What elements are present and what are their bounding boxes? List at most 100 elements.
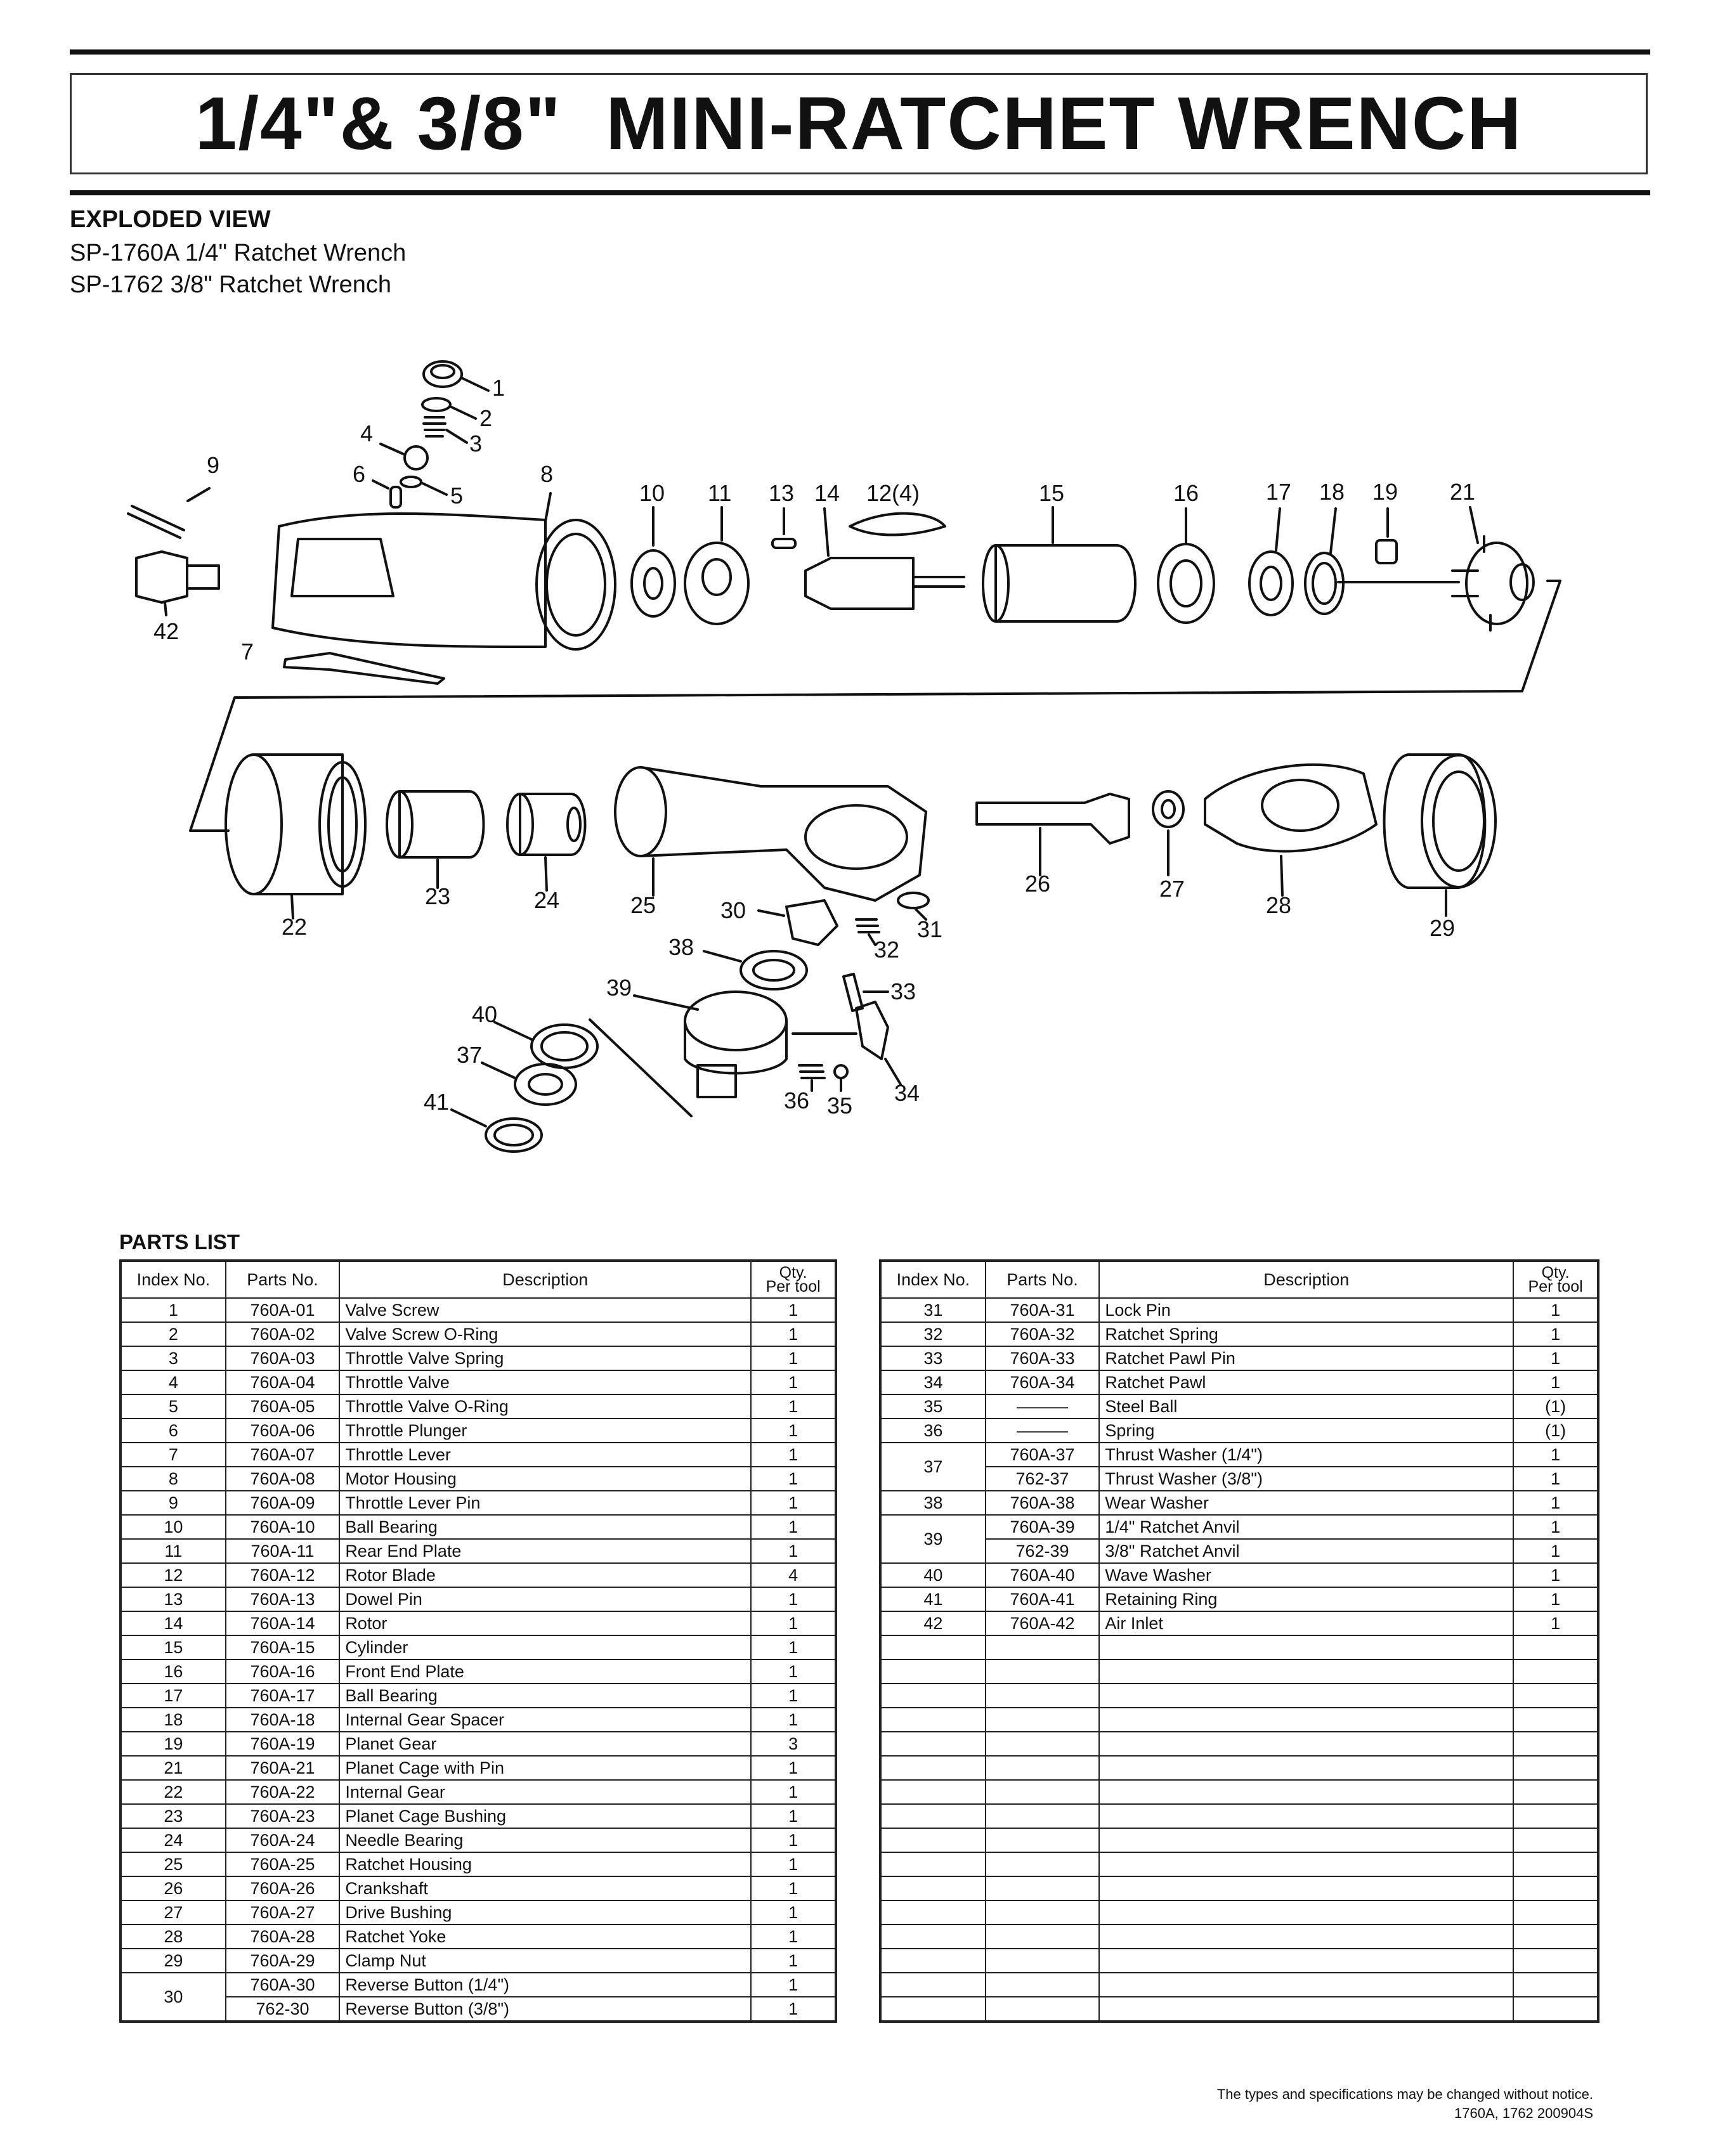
part-8-motor-housing (271, 492, 616, 651)
cell-qty: 1 (1513, 1466, 1599, 1491)
footer-notice: The types and specifications may be chan… (1216, 2086, 1593, 2102)
cell-description: Air Inlet (1098, 1611, 1515, 1636)
part-17-bearing (1248, 507, 1294, 616)
empty-cell (1098, 1659, 1515, 1684)
cell-description: Clamp Nut (339, 1948, 752, 1973)
cell-part-no: ——— (984, 1394, 1100, 1419)
label-13: 13 (769, 480, 794, 506)
part-32-spring (855, 918, 880, 946)
cell-index: 28 (120, 1924, 226, 1949)
empty-cell (984, 1755, 1100, 1781)
empty-cell (1098, 1876, 1515, 1901)
label-37: 37 (457, 1042, 482, 1068)
cell-description: Ratchet Pawl (1098, 1370, 1515, 1395)
empty-cell (880, 1659, 986, 1684)
part-23-bushing (386, 790, 485, 889)
empty-cell (880, 1755, 986, 1781)
cell-part-no: 760A-14 (225, 1611, 341, 1636)
cell-index: 24 (120, 1828, 226, 1853)
cell-qty: 1 (750, 1466, 837, 1491)
cell-description: Throttle Valve O-Ring (339, 1394, 752, 1419)
label-27: 27 (1159, 876, 1185, 902)
empty-cell (1098, 1948, 1515, 1973)
part-27-drive-bushing (1152, 790, 1185, 876)
cell-qty: 1 (750, 1442, 837, 1467)
col-parts: Parts No. (984, 1260, 1100, 1299)
cell-index: 33 (880, 1346, 986, 1371)
empty-cell (880, 1996, 986, 2022)
cell-part-no: 760A-22 (225, 1779, 341, 1805)
table-header-row: Index No. Parts No. Description Qty.Per … (880, 1260, 1599, 1299)
cell-part-no: 760A-38 (984, 1490, 1100, 1516)
cell-part-no: 760A-21 (225, 1755, 341, 1781)
cell-part-no: 760A-26 (225, 1876, 341, 1901)
empty-cell (1513, 1707, 1599, 1732)
cell-description: Ratchet Yoke (339, 1924, 752, 1949)
part-9-pin (127, 487, 211, 539)
part-5-o-ring (400, 476, 448, 496)
cell-part-no: 760A-06 (225, 1418, 341, 1443)
empty-cell (1513, 1803, 1599, 1829)
empty-cell (1098, 1996, 1515, 2022)
label-39: 39 (606, 975, 632, 1001)
cell-part-no: 760A-34 (984, 1370, 1100, 1395)
empty-cell (1513, 1731, 1599, 1757)
part-41-retaining-ring (450, 1108, 543, 1153)
section-heading: EXPLODED VIEW (70, 206, 271, 233)
cell-index: 14 (120, 1611, 226, 1636)
cell-qty: 1 (750, 1852, 837, 1877)
cell-qty: 1 (750, 1828, 837, 1853)
part-25-ratchet-housing (614, 766, 927, 902)
cell-part-no: 760A-13 (225, 1587, 341, 1612)
cell-part-no: 760A-15 (225, 1635, 341, 1660)
footer-code: 1760A, 1762 200904S (1454, 2105, 1593, 2121)
cell-index: 34 (880, 1370, 986, 1395)
cell-index: 39 (880, 1514, 986, 1564)
cell-qty: 1 (750, 1322, 837, 1347)
empty-cell (984, 1900, 1100, 1925)
part-35-steel-ball (833, 1064, 849, 1092)
cell-index: 5 (120, 1394, 226, 1419)
empty-cell (880, 1779, 986, 1805)
empty-cell (1098, 1707, 1515, 1732)
part-12-rotor-blade (849, 512, 946, 536)
cell-qty: 1 (750, 1924, 837, 1949)
empty-row (880, 1948, 1599, 1973)
label-1: 1 (492, 375, 505, 401)
cell-qty: 1 (750, 1779, 837, 1805)
cell-description: Rotor (339, 1611, 752, 1636)
empty-cell (984, 1924, 1100, 1949)
empty-cell (1513, 1852, 1599, 1877)
label-9: 9 (207, 452, 219, 478)
cell-index: 1 (120, 1297, 226, 1323)
empty-cell (1513, 1876, 1599, 1901)
model-line-2: SP-1762 3/8" Ratchet Wrench (70, 271, 392, 298)
cell-index: 9 (120, 1490, 226, 1516)
col-index: Index No. (880, 1260, 986, 1299)
part-1-valve-screw (422, 360, 490, 392)
cell-index: 29 (120, 1948, 226, 1973)
cell-index: 38 (880, 1490, 986, 1516)
cell-index: 11 (120, 1538, 226, 1564)
label-8: 8 (540, 461, 553, 487)
empty-cell (880, 1828, 986, 1853)
cell-qty: 1 (750, 1297, 837, 1323)
parts-list-label: PARTS LIST (119, 1230, 240, 1254)
empty-row (880, 1707, 1599, 1732)
label-34: 34 (894, 1080, 920, 1106)
